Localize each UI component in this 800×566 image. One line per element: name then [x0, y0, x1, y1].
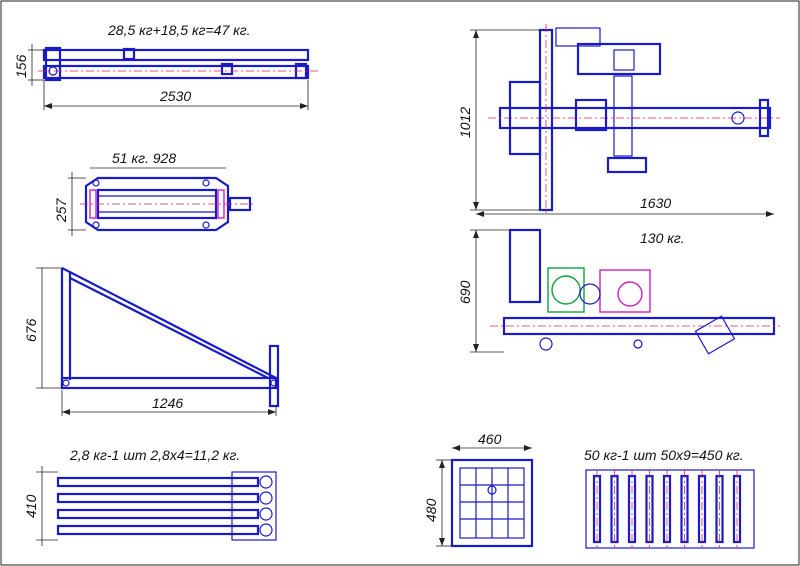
rods-height-dim: 410 [23, 494, 39, 518]
weight-bars [592, 470, 742, 548]
frame-mass-label: 51 кг. 928 [112, 150, 176, 166]
grid-plate-width-dim: 460 [478, 431, 502, 447]
winch-side-cabinet [508, 228, 542, 304]
boom-view: 28,5 кг+18,5 кг=47 кг. 2530 156 [13, 22, 318, 110]
boom-height-dim: 156 [13, 54, 29, 78]
rods-mass-label: 2,8 кг-1 шт 2,8х4=11,2 кг. [69, 447, 240, 463]
boom-pin [48, 66, 58, 76]
motor-pink [599, 269, 651, 313]
weights-mass-label: 50 кг-1 шт 50х9=450 кг. [584, 447, 744, 463]
boom-length-dim: 2530 [159, 88, 191, 104]
rod [56, 475, 273, 489]
bracket-height-dim: 676 [23, 318, 39, 342]
rod [56, 523, 273, 537]
bracket-length-dim: 1246 [152, 395, 183, 411]
winch-drum [574, 98, 608, 132]
bracket-post [268, 344, 280, 408]
grid-plate-view: 460 480 [423, 431, 534, 548]
frame-view: 51 кг. 928 257 [53, 150, 256, 236]
winch-side-roller [694, 315, 736, 355]
frame-height-dim: 257 [53, 197, 69, 223]
boom-upper-rail [42, 48, 310, 62]
frame-outline [84, 176, 230, 232]
bracket-diagonal [61, 267, 277, 379]
boom-lug [122, 47, 136, 61]
grid-plate-height-dim: 480 [423, 498, 439, 522]
winch-side-view: 130 кг. 690 [457, 228, 780, 355]
boom-end-plate [44, 46, 62, 82]
bracket-view: 1246 676 [23, 267, 280, 416]
grid-plate-outline [450, 458, 534, 548]
winch-gearbox [576, 42, 662, 76]
bracket-horizontal [60, 376, 278, 390]
weights-view: 50 кг-1 шт 50х9=450 кг. [584, 447, 755, 549]
rod [56, 491, 273, 505]
winch-base [606, 156, 648, 174]
rods-view: 2,8 кг-1 шт 2,8х4=11,2 кг. 410 [23, 447, 277, 546]
rod [56, 507, 273, 521]
gearbox-green [547, 267, 585, 313]
boom-lower-rail [42, 64, 310, 80]
winch-top-height-dim: 1012 [457, 107, 473, 138]
winch-cabinet [508, 80, 542, 156]
boom-mass-label: 28,5 кг+18,5 кг=47 кг. [107, 22, 251, 38]
winch-side-mass-label: 130 кг. [640, 230, 685, 246]
winch-side-height-dim: 690 [457, 280, 473, 304]
winch-top-length-dim: 1630 [640, 195, 671, 211]
boom-lug [220, 62, 234, 76]
winch-top-view: 1012 1630 [457, 24, 780, 217]
weights-outline [585, 469, 755, 549]
